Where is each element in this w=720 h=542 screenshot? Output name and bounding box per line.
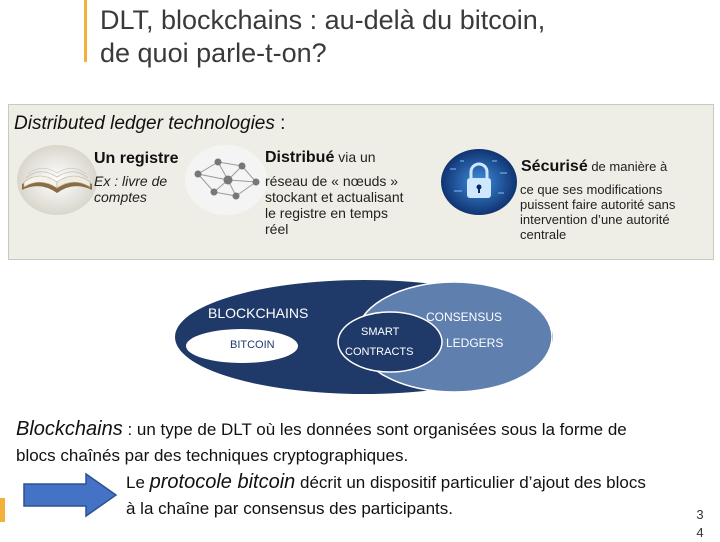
dlt-panel	[8, 104, 714, 260]
definition-line-4: à la chaîne par consensus des participan…	[126, 499, 453, 518]
padlock-icon	[441, 149, 517, 215]
venn-blockchains-label: BLOCKCHAINS	[208, 305, 309, 321]
venn-diagram	[175, 280, 553, 394]
col2-desc-line: stockant et actualisant	[265, 189, 404, 205]
open-book-icon	[17, 145, 97, 215]
venn-contracts-label: CONTRACTS	[345, 346, 414, 358]
col2-description: réseau de « nœuds » stockant et actualis…	[265, 173, 404, 237]
col2-title: Distribué	[265, 149, 335, 166]
venn-ledgers-label: LEDGERS	[446, 336, 504, 350]
col3-title: Sécurisé	[521, 158, 588, 175]
col2-title-line: Distribué via un	[265, 149, 376, 167]
venn-bitcoin-label: BITCOIN	[230, 339, 275, 351]
col1-title: Un registre	[94, 150, 179, 167]
col3-title-line: Sécurisé de manière à	[521, 158, 667, 176]
blockchains-term: Blockchains	[16, 418, 123, 440]
line-3-text: décrit un dispositif particulier d’ajout…	[295, 473, 646, 492]
page-number-line: 4	[696, 525, 704, 540]
right-arrow-icon	[23, 472, 118, 518]
col2-desc-line: le registre en temps	[265, 205, 388, 221]
definition-line-3: Le protocole bitcoin décrit un dispositi…	[16, 469, 710, 496]
col2-desc-line: réel	[265, 221, 289, 237]
col2-title-suffix: via un	[334, 149, 376, 165]
network-nodes-icon	[185, 145, 267, 215]
col1-desc-line: Ex : livre de	[94, 173, 168, 189]
title-accent-bar	[84, 0, 87, 62]
col1-description: Ex : livre de comptes	[94, 173, 167, 205]
col2-desc-line: réseau de « nœuds »	[265, 173, 399, 189]
title-line-1: DLT, blockchains : au-delà du bitcoin,	[100, 5, 546, 35]
blockchains-definition: Blockchains : un type de DLT où les donn…	[16, 416, 710, 522]
col3-desc-line: intervention d’une autorité	[520, 212, 670, 227]
page-number: 3 4	[690, 506, 710, 542]
col3-desc-line: ce que ses modifications	[520, 182, 663, 197]
dlt-heading-colon: :	[274, 113, 286, 134]
dlt-heading: Distributed ledger technologies :	[14, 113, 285, 135]
definition-line-2: blocs chaînés par des techniques cryptog…	[16, 446, 409, 465]
col3-desc-line: centrale	[520, 227, 567, 242]
venn-consensus-label: CONSENSUS	[426, 310, 503, 324]
definition-line-1: Blockchains : un type de DLT où les donn…	[16, 416, 710, 443]
left-accent-bar	[0, 498, 5, 522]
slide-title: DLT, blockchains : au-delà du bitcoin, d…	[100, 4, 700, 70]
bitcoin-protocol-term: protocole bitcoin	[149, 471, 296, 493]
line-3-prefix: Le	[126, 473, 150, 492]
venn-bitcoin-ellipse	[186, 329, 298, 363]
col3-title-suffix: de manière à	[587, 159, 668, 174]
dlt-heading-term: Distributed ledger technologies	[14, 113, 275, 134]
col3-description: ce que ses modifications puissent faire …	[520, 182, 675, 242]
blockchains-term-colon: :	[122, 420, 137, 439]
title-line-2: de quoi parle-t-on?	[100, 38, 327, 68]
page-number-line: 3	[696, 507, 704, 522]
definition-line-1-text: un type de DLT où les données sont organ…	[136, 420, 627, 439]
venn-smart-contracts-ellipse	[337, 311, 443, 373]
col3-desc-line: puissent faire autorité sans	[520, 197, 676, 212]
venn-smart-label: SMART	[361, 326, 400, 338]
col1-desc-line: comptes	[94, 189, 147, 205]
